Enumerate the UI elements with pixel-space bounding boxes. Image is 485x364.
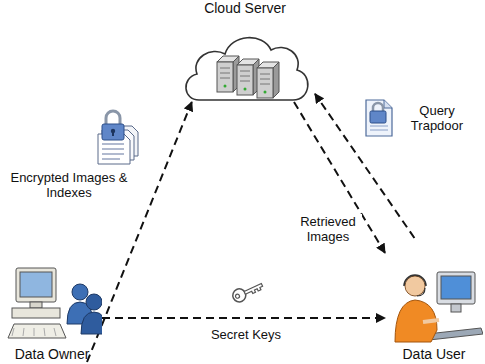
dashed-arrow: [294, 102, 385, 253]
owner-icon: [2, 238, 102, 362]
edge-label: Query Trapdoor: [399, 103, 475, 133]
node-label: Data User: [400, 346, 467, 362]
data-user-node: Data User: [385, 238, 483, 362]
node-label: Data Owner: [13, 346, 92, 362]
key-icon: [231, 279, 265, 304]
dashed-arrow: [102, 317, 385, 319]
cloud-server-node: Cloud Server: [175, 0, 315, 102]
node-label: Cloud Server: [202, 0, 288, 16]
edge-label: Secret Keys: [200, 327, 292, 342]
data-owner-node: Data Owner: [2, 238, 102, 362]
edge-label: Retrieved Images: [294, 214, 362, 244]
trapdoor-doc-icon: [366, 100, 392, 136]
encrypted-docs-icon: [98, 111, 138, 164]
edge-label: Encrypted Images & Indexes: [5, 170, 133, 200]
dashed-arrow: [87, 102, 192, 362]
user-icon: [385, 238, 483, 362]
